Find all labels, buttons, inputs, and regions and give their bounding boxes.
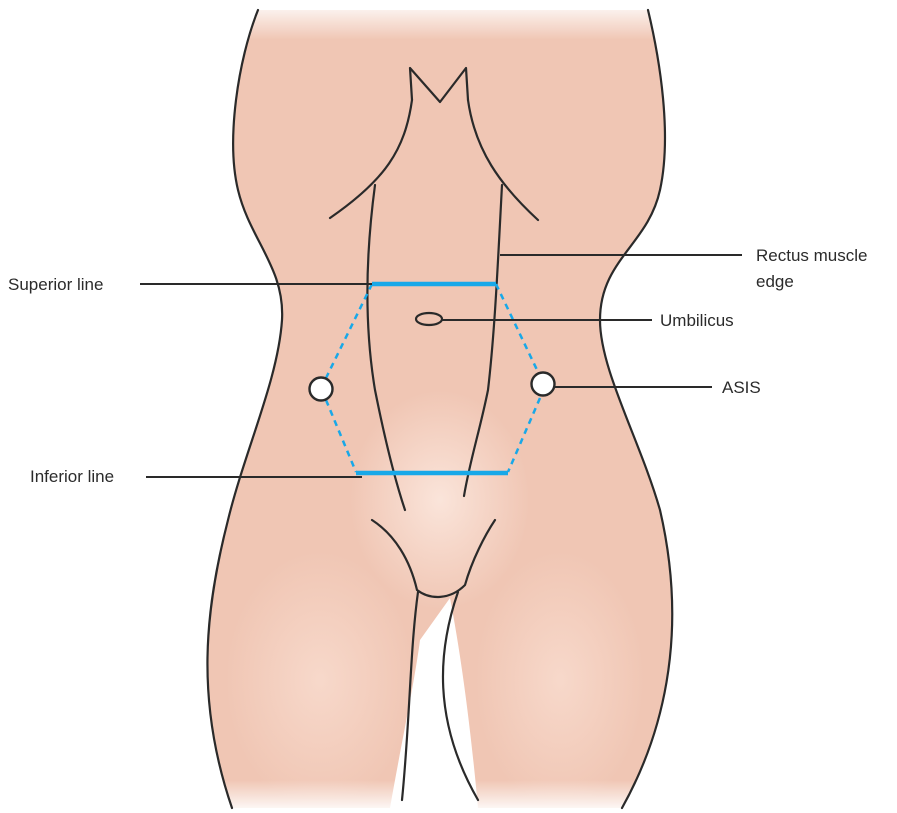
asis-label: ASIS [722, 378, 761, 397]
left-asis-marker [310, 378, 333, 401]
superior-line-label: Superior line [8, 275, 103, 294]
inferior-line-label: Inferior line [30, 467, 114, 486]
left-thigh-highlight [225, 550, 415, 810]
umbilicus-label: Umbilicus [660, 311, 734, 330]
right-thigh-highlight [475, 550, 645, 810]
bottom-fade [190, 780, 710, 813]
top-fade [220, 0, 680, 40]
right-asis-marker [532, 373, 555, 396]
rectus-edge-label-line2: edge [756, 272, 794, 291]
rectus-edge-label-line1: Rectus muscle [756, 246, 867, 265]
